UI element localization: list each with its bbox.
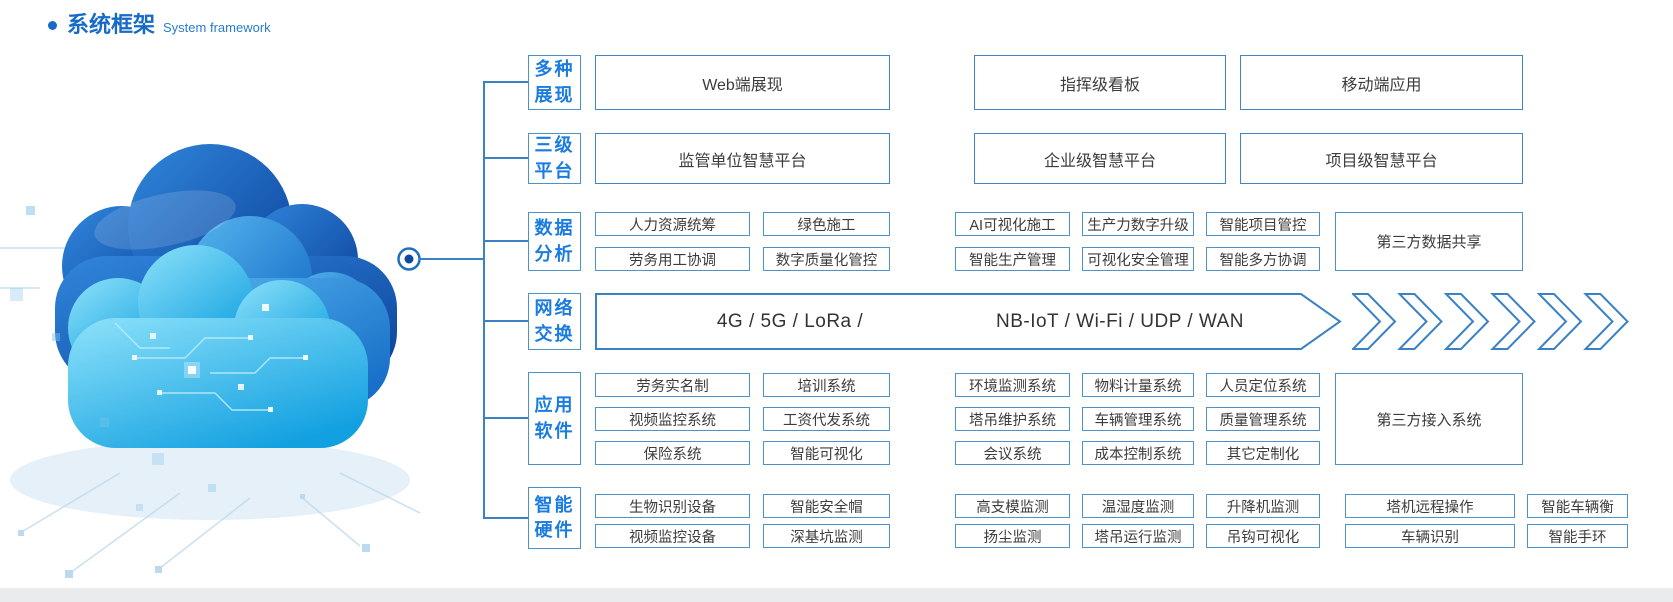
category-app-software: 应用 软件 xyxy=(528,372,581,465)
box-labor-realname: 劳务实名制 xyxy=(595,373,750,397)
box-biometric-device: 生物识别设备 xyxy=(595,494,750,518)
category-label-line: 硬件 xyxy=(534,520,575,540)
category-label-line: 平台 xyxy=(534,160,575,181)
box-hr-planning: 人力资源统筹 xyxy=(595,212,750,236)
box-thirdparty-data-share: 第三方数据共享 xyxy=(1335,212,1523,271)
pixel-squares xyxy=(10,206,216,511)
category-label-line: 交换 xyxy=(534,323,575,344)
bullet-icon xyxy=(48,21,57,31)
box-thirdparty-access: 第三方接入系统 xyxy=(1335,373,1523,465)
category-label-line: 应用 xyxy=(534,395,575,416)
page-title: 系统框架 System framework xyxy=(48,12,271,37)
category-label-line: 网络 xyxy=(534,298,575,319)
branch-line xyxy=(483,240,528,242)
chevron-arrows xyxy=(1352,293,1629,350)
box-formwork-monitor: 高支模监测 xyxy=(955,494,1070,518)
box-vehicle-management: 车辆管理系统 xyxy=(1082,407,1194,431)
box-hook-visualization: 吊钩可视化 xyxy=(1206,524,1320,548)
circuit-board-shadow xyxy=(0,247,421,578)
bottom-strip xyxy=(0,588,1673,602)
box-dust-monitor: 扬尘监测 xyxy=(955,524,1070,548)
network-protocols-right: NB-IoT / Wi-Fi / UDP / WAN xyxy=(995,310,1245,332)
box-smart-wristband: 智能手环 xyxy=(1527,524,1628,548)
box-labor-coordination: 劳务用工协调 xyxy=(595,247,750,271)
category-label-line: 数据 xyxy=(534,218,575,239)
box-smart-production: 智能生产管理 xyxy=(955,247,1070,271)
box-insurance-system: 保险系统 xyxy=(595,441,750,465)
category-label-line: 分析 xyxy=(534,243,575,264)
box-crane-operation-monitor: 塔吊运行监测 xyxy=(1082,524,1194,548)
box-digital-quality: 数字质量化管控 xyxy=(763,247,890,271)
cloud-illustration xyxy=(0,144,421,578)
box-smart-helmet: 智能安全帽 xyxy=(763,494,890,518)
box-visual-safety: 可视化安全管理 xyxy=(1082,247,1194,271)
branch-line xyxy=(483,320,528,322)
node-connector-line xyxy=(419,258,483,260)
box-smart-weighbridge: 智能车辆衡 xyxy=(1527,494,1628,518)
branch-line xyxy=(483,81,528,83)
network-band xyxy=(595,293,1342,350)
box-video-monitor-system: 视频监控系统 xyxy=(595,407,750,431)
box-smart-visualization: 智能可视化 xyxy=(763,441,890,465)
title-en: System framework xyxy=(163,20,271,36)
box-payroll-system: 工资代发系统 xyxy=(763,407,890,431)
cloud-icon xyxy=(55,144,397,448)
category-smart-hardware: 智能 硬件 xyxy=(528,487,581,549)
box-smart-project-control: 智能项目管控 xyxy=(1206,212,1320,236)
tree-trunk-line xyxy=(483,82,485,519)
title-zh: 系统框架 xyxy=(67,12,156,37)
box-ai-construction: AI可视化施工 xyxy=(955,212,1070,236)
box-material-metering: 物料计量系统 xyxy=(1082,373,1194,397)
category-network: 网络 交换 xyxy=(528,293,581,350)
box-quality-management: 质量管理系统 xyxy=(1206,407,1320,431)
connection-node-icon xyxy=(397,247,421,271)
box-project-platform: 项目级智慧平台 xyxy=(1240,133,1523,184)
box-video-monitor-device: 视频监控设备 xyxy=(595,524,750,548)
box-cost-control: 成本控制系统 xyxy=(1082,441,1194,465)
category-data-analysis: 数据 分析 xyxy=(528,212,581,271)
box-vehicle-recognition: 车辆识别 xyxy=(1345,524,1515,548)
box-deep-pit-monitor: 深基坑监测 xyxy=(763,524,890,548)
category-label-line: 软件 xyxy=(534,420,575,441)
box-temp-humidity-monitor: 温湿度监测 xyxy=(1082,494,1194,518)
box-green-construction: 绿色施工 xyxy=(763,212,890,236)
box-training-system: 培训系统 xyxy=(763,373,890,397)
box-other-customization: 其它定制化 xyxy=(1206,441,1320,465)
box-productivity-upgrade: 生产力数字升级 xyxy=(1082,212,1194,236)
box-hoist-monitor: 升降机监测 xyxy=(1206,494,1320,518)
box-crane-remote-control: 塔机远程操作 xyxy=(1345,494,1515,518)
box-crane-maintenance: 塔吊维护系统 xyxy=(955,407,1070,431)
box-personnel-location: 人员定位系统 xyxy=(1206,373,1320,397)
category-display: 多种 展现 xyxy=(528,55,581,110)
category-label-line: 三级 xyxy=(534,135,575,156)
branch-line xyxy=(483,157,528,159)
box-command-board: 指挥级看板 xyxy=(974,55,1226,110)
box-enterprise-platform: 企业级智慧平台 xyxy=(974,133,1226,184)
category-platform: 三级 平台 xyxy=(528,133,581,184)
category-label-line: 智能 xyxy=(534,494,575,515)
category-label-line: 展现 xyxy=(534,84,575,105)
box-regulator-platform: 监管单位智慧平台 xyxy=(595,133,890,184)
box-env-monitor: 环境监测系统 xyxy=(955,373,1070,397)
box-web-display: Web端展现 xyxy=(595,55,890,110)
network-protocols-left: 4G / 5G / LoRa / xyxy=(716,310,864,332)
branch-line xyxy=(483,517,528,519)
box-meeting-system: 会议系统 xyxy=(955,441,1070,465)
category-label-line: 多种 xyxy=(534,59,575,80)
box-smart-multiparty: 智能多方协调 xyxy=(1206,247,1320,271)
box-mobile-app: 移动端应用 xyxy=(1240,55,1523,110)
branch-line xyxy=(483,417,528,419)
